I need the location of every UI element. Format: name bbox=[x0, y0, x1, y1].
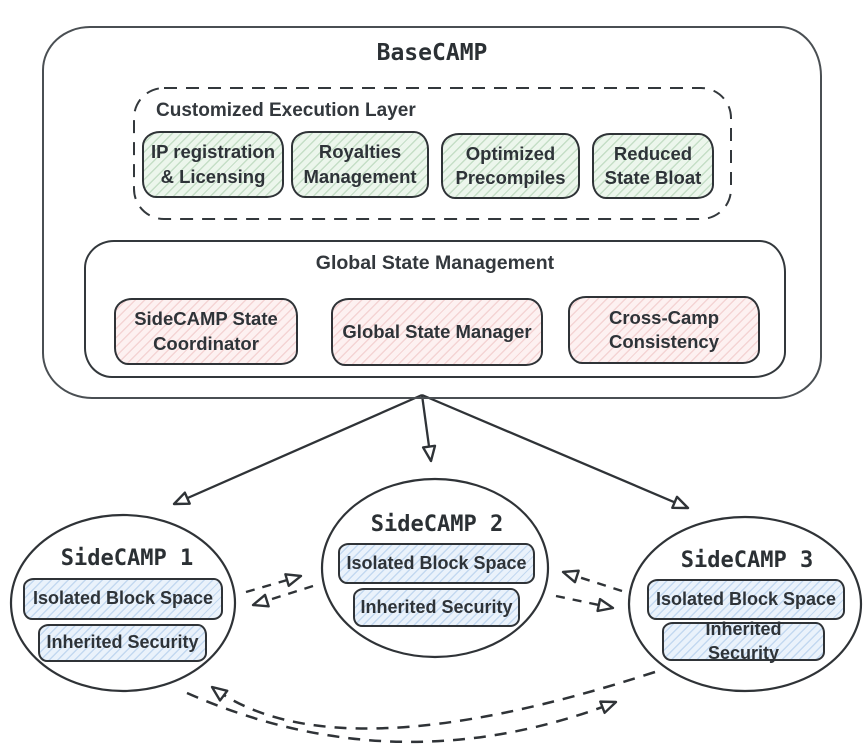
global-state-management-container bbox=[84, 240, 786, 378]
execution-box-ip-registration-licensing: IP registration & Licensing bbox=[142, 131, 284, 198]
execution-box-optimized-precompiles: Optimized Precompiles bbox=[441, 133, 580, 199]
arrow-basecamp-to-sidecamp1 bbox=[172, 393, 423, 506]
sidecamp-2-title: SideCAMP 2 bbox=[370, 512, 504, 537]
dashed-arrow-sidecamp2-to-sidecamp1 bbox=[251, 584, 314, 608]
sidecamp-2-inherited-security: Inherited Security bbox=[353, 588, 520, 627]
basecamp-container bbox=[42, 26, 822, 399]
sidecamp-1-isolated-block-space: Isolated Block Space bbox=[23, 578, 223, 620]
state-box-cross-camp-consistency: Cross-Camp Consistency bbox=[568, 296, 760, 364]
sidecamp-3-inherited-security: Inherited Security bbox=[662, 619, 825, 663]
sidecamp-3-isolated-block-space: Isolated Block Space bbox=[647, 579, 845, 620]
arrow-basecamp-to-sidecamp3 bbox=[421, 393, 690, 510]
global-state-management-title: Global State Management bbox=[315, 252, 555, 274]
sidecamp-2-isolated-block-space: Isolated Block Space bbox=[338, 543, 535, 584]
execution-layer-dashed-border bbox=[133, 87, 732, 220]
dashed-arrow-sidecamp2-to-sidecamp3 bbox=[555, 594, 615, 613]
execution-box-royalties-management: Royalties Management bbox=[291, 131, 429, 198]
sidecamp-3-title: SideCAMP 3 bbox=[680, 548, 814, 573]
arrow-basecamp-to-sidecamp2 bbox=[420, 394, 437, 463]
dashed-arc-sidecamp3-to-sidecamp1 bbox=[210, 670, 656, 730]
dashed-arc-sidecamp1-to-sidecamp3 bbox=[186, 691, 618, 744]
dashed-arrow-sidecamp1-to-sidecamp2 bbox=[245, 573, 303, 594]
execution-box-reduced-state-bloat: Reduced State Bloat bbox=[592, 133, 714, 199]
basecamp-title: BaseCAMP bbox=[376, 40, 488, 66]
execution-layer-title: Customized Execution Layer bbox=[156, 100, 416, 121]
sidecamp-1-title: SideCAMP 1 bbox=[60, 546, 194, 571]
state-box-sidecamp-state-coordinator: SideCAMP State Coordinator bbox=[114, 298, 298, 365]
state-box-global-state-manager: Global State Manager bbox=[331, 298, 543, 366]
dashed-arrow-sidecamp3-to-sidecamp2 bbox=[561, 569, 623, 593]
sidecamp-1-inherited-security: Inherited Security bbox=[38, 624, 207, 662]
